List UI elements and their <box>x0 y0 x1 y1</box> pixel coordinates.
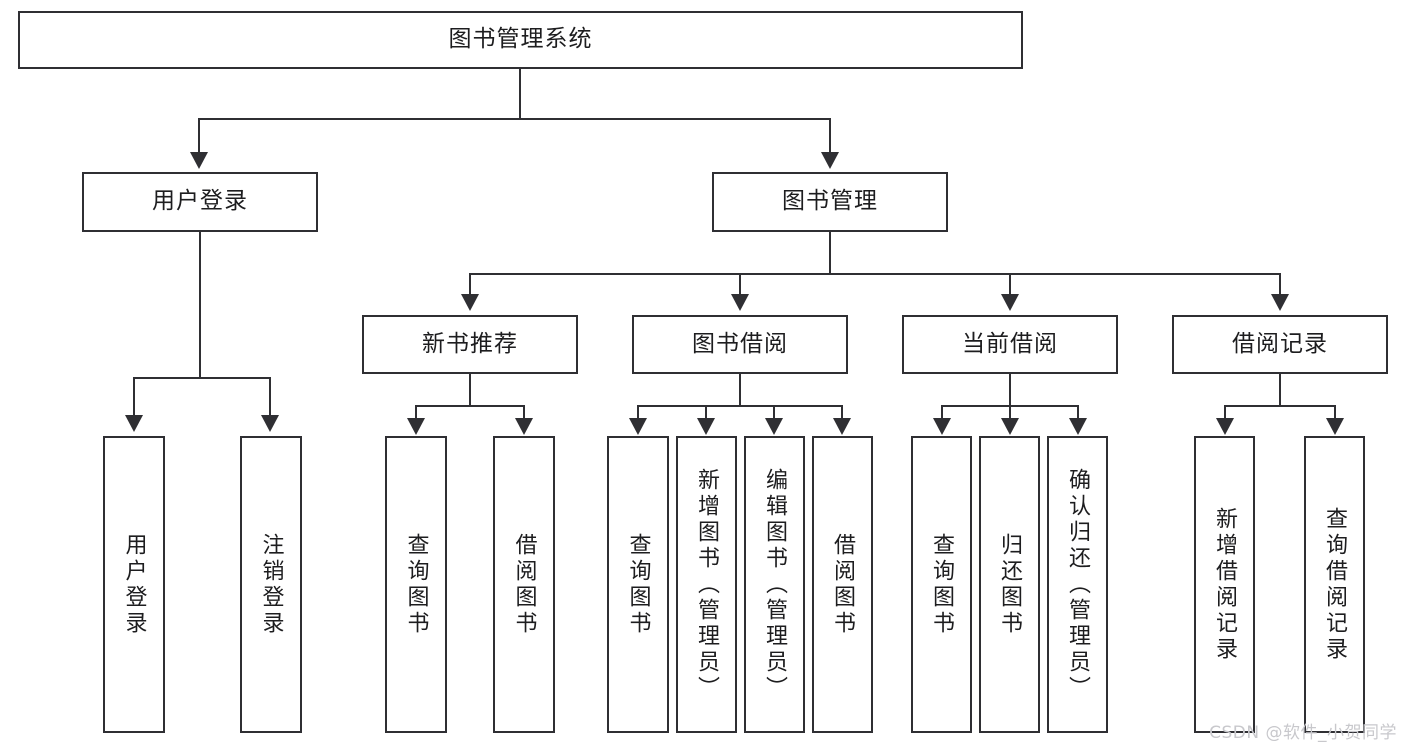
node-label: 注销登录 <box>258 532 284 637</box>
edge-drop-nbr-query-book <box>415 405 417 421</box>
node-label: 用户登录 <box>121 532 147 637</box>
edge-drop-cb-return-book <box>1009 405 1011 421</box>
edge-borrow-record-bus <box>1224 405 1336 407</box>
arrowhead-nbr-query-book <box>407 418 425 435</box>
arrowhead-bb-borrow-book <box>833 418 851 435</box>
leaf-cb-return-book[interactable]: 归还图书 <box>979 436 1040 733</box>
edge-book-borrow-bus <box>637 405 843 407</box>
edge-user-login-stem <box>199 232 201 378</box>
arrowhead-user-login <box>190 152 208 169</box>
arrowhead-bb-query-book <box>629 418 647 435</box>
arrowhead-br-query-record <box>1326 418 1344 435</box>
node-label: 借阅图书 <box>830 532 856 637</box>
leaf-bb-query-book[interactable]: 查询图书 <box>607 436 669 733</box>
edge-user-login-bus <box>133 377 269 379</box>
arrowhead-cb-query-book <box>933 418 951 435</box>
node-label: 查询图书 <box>625 532 651 637</box>
node-current-borrow[interactable]: 当前借阅 <box>902 315 1118 374</box>
leaf-bb-add-book[interactable]: 新增图书（管理员） <box>676 436 737 733</box>
edge-current-borrow-stem <box>1009 374 1011 406</box>
edge-book-management-stem <box>829 232 831 274</box>
edge-drop-bb-query-book <box>637 405 639 421</box>
node-label: 图书管理 <box>782 188 878 215</box>
leaf-cb-confirm-return[interactable]: 确认归还（管理员） <box>1047 436 1108 733</box>
arrowhead-leaf-user-login <box>125 415 143 432</box>
leaf-cb-query-book[interactable]: 查询图书 <box>911 436 972 733</box>
edge-new-book-recommend-bus <box>415 405 525 407</box>
node-new-book-recommend[interactable]: 新书推荐 <box>362 315 578 374</box>
leaf-nbr-borrow-book[interactable]: 借阅图书 <box>493 436 555 733</box>
arrowhead-leaf-logout <box>261 415 279 432</box>
arrowhead-cb-confirm-return <box>1069 418 1087 435</box>
arrowhead-book-management <box>821 152 839 169</box>
node-label: 确认归还（管理员） <box>1065 467 1091 702</box>
arrowhead-bb-add-book <box>697 418 715 435</box>
node-root-book-management-system[interactable]: 图书管理系统 <box>18 11 1023 69</box>
edge-drop-bb-add-book <box>705 405 707 421</box>
edge-drop-bb-edit-book <box>773 405 775 421</box>
node-label: 用户登录 <box>152 188 248 215</box>
edge-drop-borrow-record <box>1279 273 1281 297</box>
node-label: 借阅图书 <box>511 532 537 637</box>
node-label: 图书管理系统 <box>448 26 593 53</box>
edge-drop-cb-confirm-return <box>1077 405 1079 421</box>
arrowhead-bb-edit-book <box>765 418 783 435</box>
edge-borrow-record-stem <box>1279 374 1281 406</box>
watermark: CSDN @软件_小贺同学 <box>1209 723 1397 743</box>
leaf-bb-edit-book[interactable]: 编辑图书（管理员） <box>744 436 805 733</box>
node-label: 新书推荐 <box>422 330 518 357</box>
node-label: 图书借阅 <box>692 330 788 357</box>
leaf-logout[interactable]: 注销登录 <box>240 436 302 733</box>
edge-drop-br-add-record <box>1224 405 1226 421</box>
node-label: 编辑图书（管理员） <box>762 467 788 702</box>
edge-drop-cb-query-book <box>941 405 943 421</box>
node-label: 查询图书 <box>403 532 429 637</box>
edge-drop-new-book-recommend <box>469 273 471 297</box>
node-label: 当前借阅 <box>962 330 1058 357</box>
node-book-borrow[interactable]: 图书借阅 <box>632 315 848 374</box>
node-label: 借阅记录 <box>1232 330 1328 357</box>
leaf-nbr-query-book[interactable]: 查询图书 <box>385 436 447 733</box>
arrowhead-book-borrow <box>731 294 749 311</box>
node-label: 新增图书（管理员） <box>694 467 720 702</box>
edge-drop-current-borrow <box>1009 273 1011 297</box>
node-book-management[interactable]: 图书管理 <box>712 172 948 232</box>
node-label: 查询借阅记录 <box>1322 506 1348 663</box>
edge-drop-book-management <box>829 118 831 156</box>
arrowhead-current-borrow <box>1001 294 1019 311</box>
edge-level3-bus <box>469 273 1281 275</box>
node-label: 归还图书 <box>997 532 1023 637</box>
edge-book-borrow-stem <box>739 374 741 406</box>
edge-drop-user-login <box>198 118 200 156</box>
edge-drop-nbr-borrow-book <box>523 405 525 421</box>
leaf-user-login[interactable]: 用户登录 <box>103 436 165 733</box>
node-label: 查询图书 <box>929 532 955 637</box>
arrowhead-borrow-record <box>1271 294 1289 311</box>
node-label: 新增借阅记录 <box>1212 506 1238 663</box>
edge-new-book-recommend-stem <box>469 374 471 406</box>
arrowhead-br-add-record <box>1216 418 1234 435</box>
edge-drop-leaf-user-login <box>133 377 135 419</box>
edge-drop-bb-borrow-book <box>841 405 843 421</box>
arrowhead-nbr-borrow-book <box>515 418 533 435</box>
edge-root-stem <box>519 69 521 119</box>
node-borrow-record[interactable]: 借阅记录 <box>1172 315 1388 374</box>
node-user-login[interactable]: 用户登录 <box>82 172 318 232</box>
arrowhead-cb-return-book <box>1001 418 1019 435</box>
edge-drop-leaf-logout <box>269 377 271 419</box>
leaf-br-add-record[interactable]: 新增借阅记录 <box>1194 436 1255 733</box>
edge-drop-book-borrow <box>739 273 741 297</box>
leaf-bb-borrow-book[interactable]: 借阅图书 <box>812 436 873 733</box>
edge-drop-br-query-record <box>1334 405 1336 421</box>
edge-level1-bus <box>198 118 831 120</box>
leaf-br-query-record[interactable]: 查询借阅记录 <box>1304 436 1365 733</box>
arrowhead-new-book-recommend <box>461 294 479 311</box>
